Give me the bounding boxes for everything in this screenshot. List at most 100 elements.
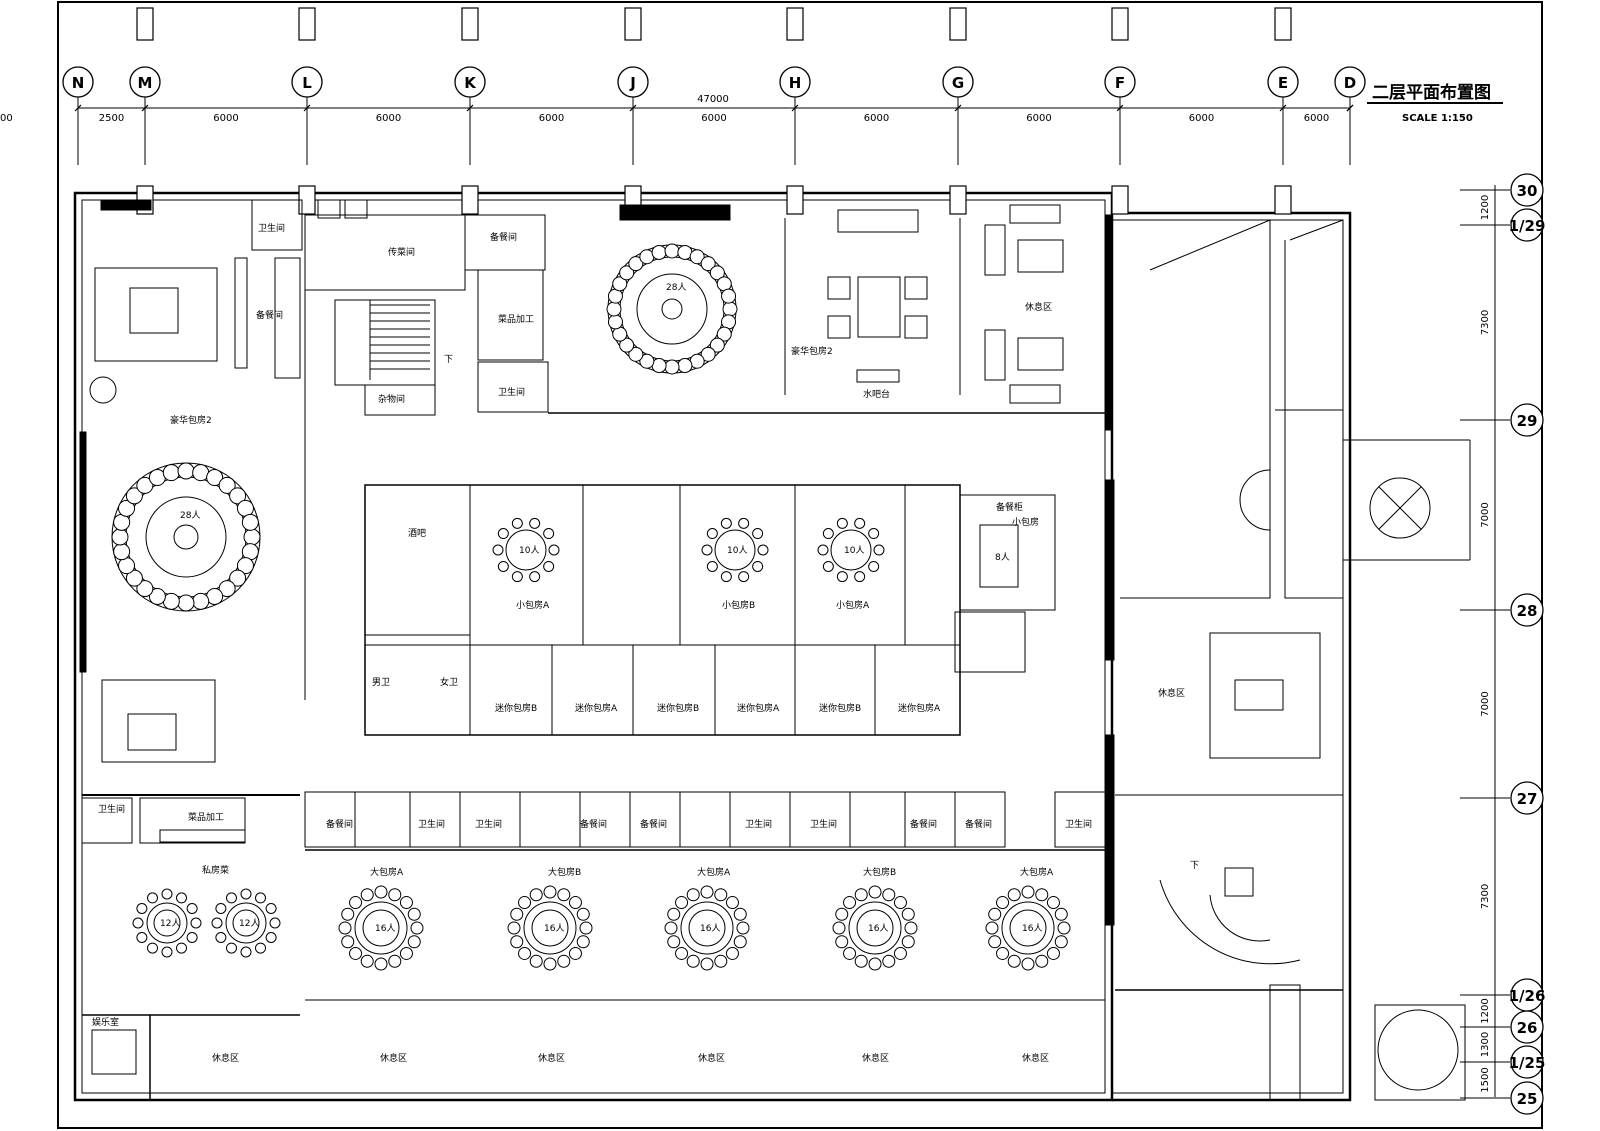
column-label: N — [72, 74, 85, 92]
column-label: D — [1344, 74, 1356, 92]
top-marker-row — [136, 7, 1292, 41]
room-lounge-bottom-3: 休息区 — [538, 1052, 565, 1064]
room-small-a-1: 小包房A — [516, 599, 550, 611]
stair-down-top: 下 — [444, 355, 453, 365]
room-bar: 酒吧 — [408, 528, 426, 539]
column-label: L — [302, 74, 312, 92]
column-label: F — [1115, 74, 1125, 92]
capacity-10-3: 10人 — [844, 545, 864, 556]
room-large-a-2: 大包房A — [697, 866, 731, 878]
row-bubble — [1510, 1045, 1544, 1079]
room-mini-a-3: 迷你包房A — [898, 702, 941, 714]
capacity-12-1: 12人 — [160, 918, 180, 929]
row-label: 27 — [1517, 790, 1538, 808]
row-label: 29 — [1517, 412, 1538, 430]
room-small-b: 小包房B — [722, 599, 755, 611]
row-dimension-label: 7000 — [1480, 502, 1491, 527]
private-dining-block — [81, 797, 300, 1100]
service-label: 备餐间 — [965, 818, 992, 830]
capacity-12-2: 12人 — [239, 918, 259, 929]
large-rooms-row — [132, 791, 1106, 1001]
column-label: H — [789, 74, 802, 92]
capacity-10-2: 10人 — [727, 545, 747, 556]
building-walls — [73, 185, 1352, 1102]
room-mini-b-3: 迷你包房B — [819, 702, 861, 714]
column-label: J — [629, 74, 636, 92]
row-label: 28 — [1517, 602, 1538, 620]
row-label: 1/26 — [1509, 987, 1546, 1005]
room-pantry-top-left: 备餐间 — [256, 309, 283, 321]
drawing-scale: SCALE 1:150 — [1402, 113, 1473, 124]
room-luxury-left: 豪华包房2 — [170, 414, 212, 426]
service-label: 卫生间 — [810, 818, 837, 830]
row-dimension-label: 7300 — [1480, 310, 1491, 335]
dimension-label: 2500 — [99, 113, 124, 124]
room-large-b-2: 大包房B — [863, 866, 896, 878]
row-bubble — [1510, 1010, 1544, 1044]
room-mini-b-2: 迷你包房B — [657, 702, 699, 714]
row-dimension-label: 7000 — [1480, 691, 1491, 716]
dimension-label: 6000 — [701, 113, 726, 124]
room-pantry-cabinet: 备餐柜 — [996, 501, 1023, 513]
service-label: 备餐间 — [640, 818, 667, 830]
column-label: M — [138, 74, 153, 92]
room-serving-corridor: 传菜间 — [388, 246, 415, 258]
service-label: 卫生间 — [475, 818, 502, 830]
room-pantry-top: 备餐间 — [490, 231, 517, 243]
dimension-label: 6000 — [1189, 113, 1214, 124]
room-entertainment: 娱乐室 — [92, 1016, 119, 1028]
capacity-left-28: 28人 — [180, 510, 200, 521]
sheet-border — [57, 1, 1543, 1129]
row-bubble — [1510, 781, 1544, 815]
room-water-bar: 水吧台 — [863, 388, 890, 400]
room-womens: 女卫 — [440, 676, 458, 688]
room-private-dining: 私房菜 — [202, 864, 229, 876]
room-wc-top-mid: 卫生间 — [498, 386, 525, 398]
row-label: 25 — [1517, 1090, 1538, 1108]
room-wc-top-left: 卫生间 — [258, 222, 285, 234]
capacity-10-1: 10人 — [519, 545, 539, 556]
capacity-16-2: 16人 — [544, 923, 564, 934]
capacity-16-3: 16人 — [700, 923, 720, 934]
room-luxury-top: 豪华包房2 — [791, 345, 833, 357]
room-small-a-2: 小包房A — [836, 599, 870, 611]
room-lounge-bottom-2: 休息区 — [380, 1052, 407, 1064]
service-label: 备餐间 — [326, 818, 353, 830]
title-block: 二层平面布置图 SCALE 1:150 — [1367, 82, 1503, 124]
row-bubble — [1510, 1081, 1544, 1115]
row-label: 30 — [1517, 182, 1538, 200]
room-lounge-bottom-4: 休息区 — [698, 1052, 725, 1064]
room-food-processing-top: 菜品加工 — [498, 313, 534, 325]
luxury-room-top — [827, 204, 1064, 404]
service-label: 卫生间 — [745, 818, 772, 830]
overall-dimension: 47000 — [697, 94, 729, 105]
row-dimension-label: 7300 — [1480, 884, 1491, 909]
row-label: 1/25 — [1509, 1054, 1546, 1072]
dimension-label: 6000 — [539, 113, 564, 124]
room-large-a-3: 大包房A — [1020, 866, 1054, 878]
room-mini-a-2: 迷你包房A — [737, 702, 780, 714]
dimension-label: 6000 — [376, 113, 401, 124]
column-label: E — [1278, 74, 1288, 92]
right-wing — [1115, 219, 1471, 1101]
service-label: 备餐间 — [910, 818, 937, 830]
service-label: 卫生间 — [1065, 818, 1092, 830]
dimension-label: 6000 — [864, 113, 889, 124]
room-mini-b-1: 迷你包房B — [495, 702, 537, 714]
dimension-label: 6000 — [1026, 113, 1051, 124]
row-label: 26 — [1517, 1019, 1538, 1037]
row-bubble — [1510, 173, 1544, 207]
dimension-label: 2500 — [0, 113, 13, 124]
capacity-16-4: 16人 — [868, 923, 888, 934]
column-label: G — [952, 74, 964, 92]
room-food-processing-bottom: 菜品加工 — [188, 811, 224, 823]
row-bubble — [1510, 593, 1544, 627]
room-wc-bottom-left: 卫生间 — [98, 803, 125, 815]
room-mens: 男卫 — [372, 677, 390, 688]
row-dimension-label: 1200 — [1480, 998, 1491, 1023]
room-lounge-top: 休息区 — [1025, 301, 1052, 313]
